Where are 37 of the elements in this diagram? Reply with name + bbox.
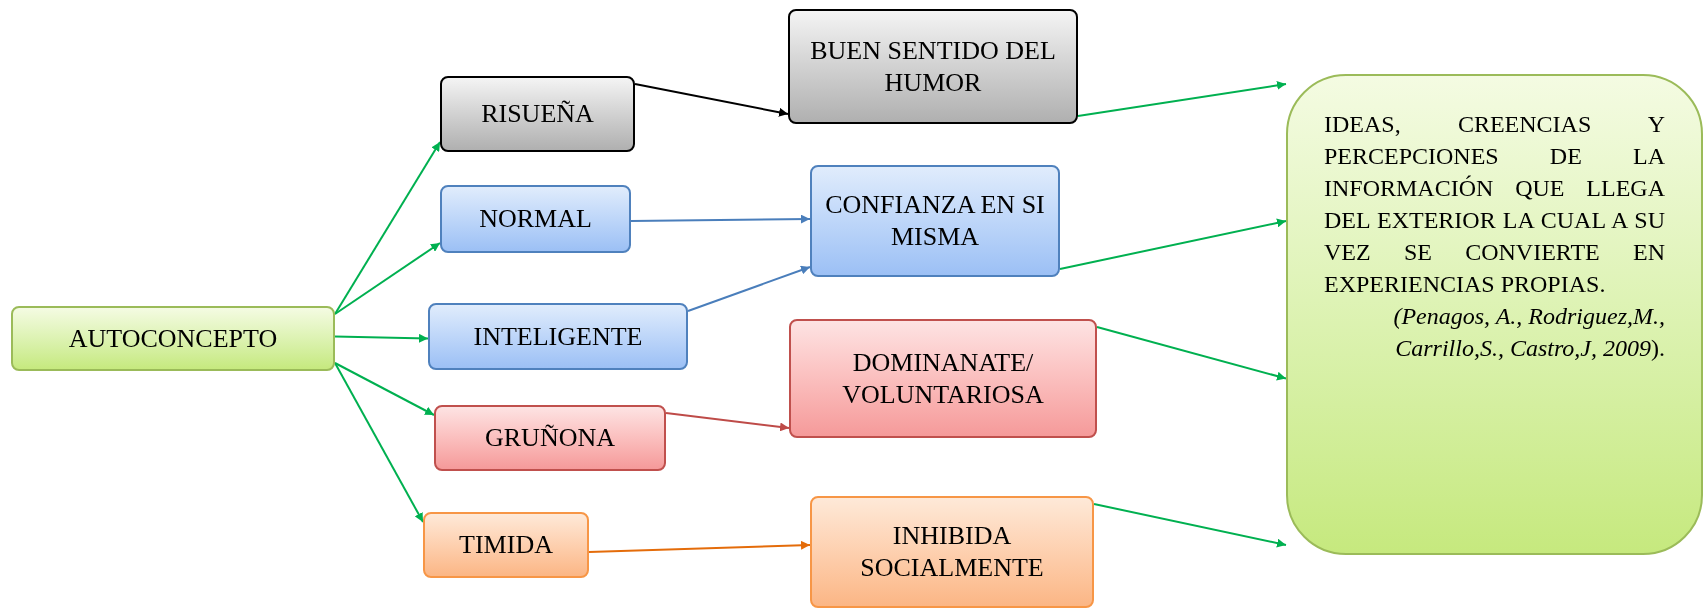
box-text: RISUEÑA [481, 98, 594, 130]
concept-box [810, 165, 1060, 277]
concept-box [423, 512, 589, 578]
concept-box [428, 303, 688, 370]
arrow [334, 333, 429, 343]
arrow [634, 83, 789, 117]
concept-box [440, 185, 631, 253]
arrow [1096, 326, 1287, 381]
concept-box [434, 405, 666, 471]
arrow [334, 362, 424, 523]
concept-box [440, 76, 635, 152]
box-text: INTELIGENTE [473, 320, 643, 353]
box-text: GRUÑONA [485, 422, 615, 454]
box-text: DOMINANATE/ VOLUNTARIOSA [841, 346, 1045, 411]
arrow [334, 141, 441, 315]
concept-box [810, 496, 1094, 608]
box-text: IDEAS, CREENCIAS Y PERCEPCIONES DE LA INFORMACIÓN QUE LLEGA DEL EXTERIOR LA CUAL A SU VEZ SE CONVIERTE EN EXPERIENCIAS PROPIAS. [1324, 110, 1665, 299]
arrow [334, 242, 441, 315]
arrow [665, 412, 790, 432]
arrow [687, 265, 811, 312]
box-text: BUEN SENTIDO DEL HUMOR [809, 34, 1057, 99]
arrow [1059, 218, 1287, 270]
concept-box [788, 9, 1078, 124]
concept-box [11, 306, 335, 371]
arrow [334, 362, 435, 416]
arrow [1093, 503, 1287, 548]
box-text: CONFIANZA EN SI MISMA [824, 189, 1046, 253]
arrow [630, 214, 811, 224]
citation-text: (Penagos, A., Rodriguez,M., Carrillo,S., Castro,J, 2009). [1392, 302, 1665, 363]
box-text: NORMAL [479, 203, 592, 235]
box-text: TIMIDA [459, 529, 553, 561]
concept-box [789, 319, 1097, 438]
box-text: INHIBIDA SOCIALMENTE [859, 520, 1045, 584]
arrow [1077, 80, 1287, 117]
concept-box [1286, 74, 1703, 555]
box-text: AUTOCONCEPTO [68, 322, 278, 355]
arrow [588, 540, 811, 553]
